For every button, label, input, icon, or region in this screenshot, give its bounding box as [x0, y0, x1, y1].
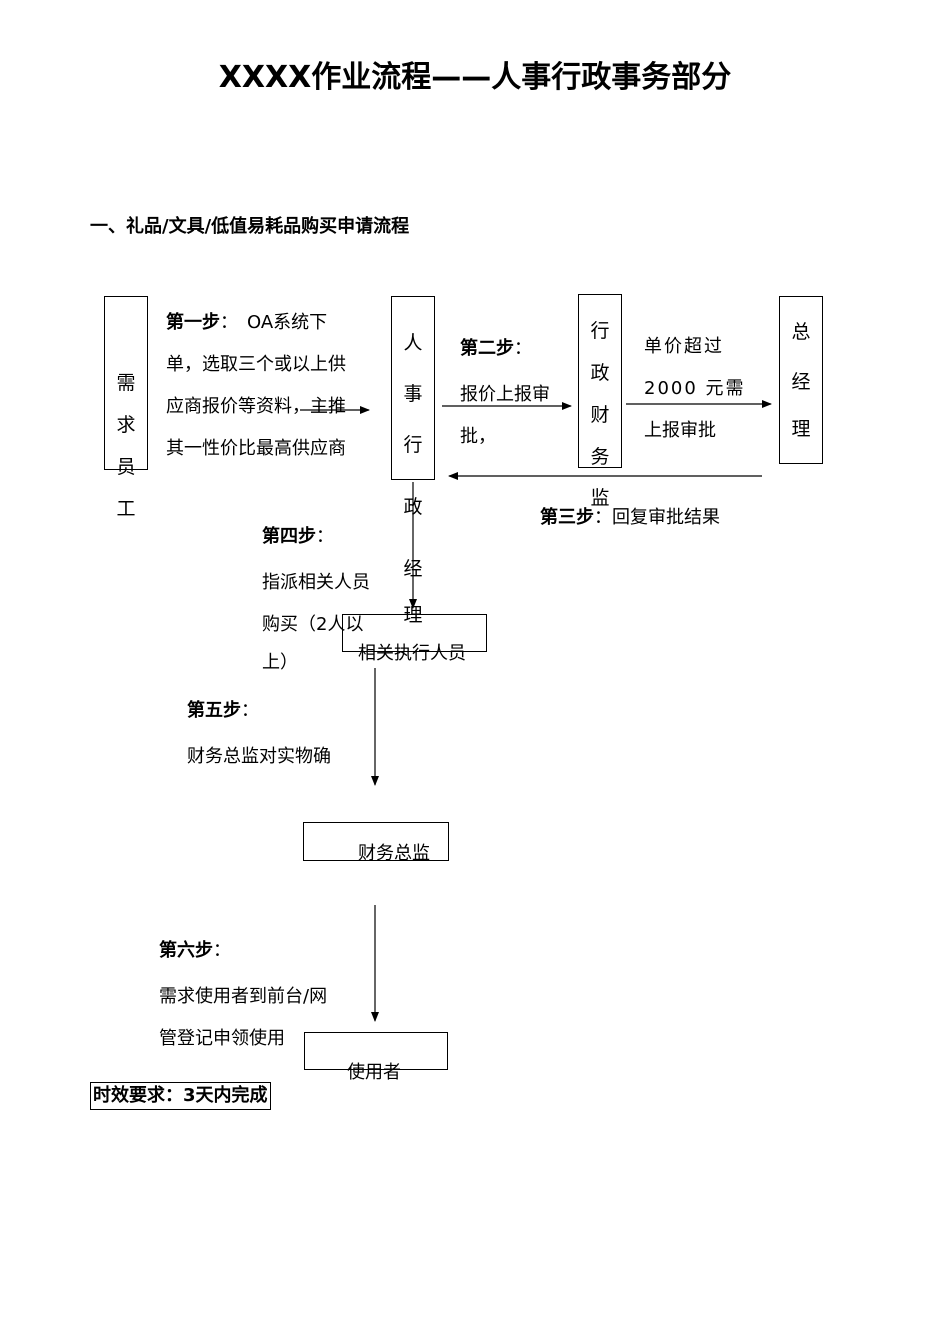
node-finance-check-box: 财务总监	[303, 822, 449, 861]
section-title: 一、礼品/文具/低值易耗品购买申请流程	[90, 216, 410, 237]
node-requester-box	[104, 296, 148, 470]
step6-text: 第六步： 需求使用者到前台/网 管登记申领使用	[159, 940, 328, 1049]
time-requirement: 时效要求：3天内完成	[90, 1082, 271, 1110]
node-admin-finance-supervisor-label: 行 政 财 务 监	[590, 320, 610, 509]
step2-note: 单价超过 2000 元需 上报审批	[644, 336, 746, 441]
node-general-manager-label: 总 经 理	[791, 321, 811, 440]
node-hr-admin-manager-label: 人 事 行 政 经 理	[403, 332, 423, 626]
step2-text: 第二步： 报价上报审 批，	[460, 338, 550, 447]
node-executor-label: 相关执行人员	[358, 643, 466, 664]
node-finance-check-label: 财务总监	[358, 843, 430, 861]
node-requester-label: 需 求 员 工	[116, 372, 136, 520]
node-user-label: 使用者	[347, 1062, 401, 1083]
step5-text: 第五步： 财务总监对实物确	[187, 700, 331, 767]
step1-text: 第一步： OA系统下 单，选取三个或以上供 应商报价等资料，主推 其一性价比最高…	[166, 312, 346, 459]
step4-text: 第四步： 指派相关人员 购买（2人以 上）	[262, 526, 370, 673]
node-general-manager-box	[779, 296, 823, 464]
node-admin-finance-supervisor-box	[578, 294, 622, 468]
node-hr-admin-manager-box	[391, 296, 435, 480]
node-executor-box	[342, 614, 487, 652]
page-title: XXXX作业流程——人事行政事务部分	[218, 60, 732, 95]
step3-text: 第三步：回复审批结果	[540, 507, 720, 528]
node-user-box	[304, 1032, 448, 1070]
